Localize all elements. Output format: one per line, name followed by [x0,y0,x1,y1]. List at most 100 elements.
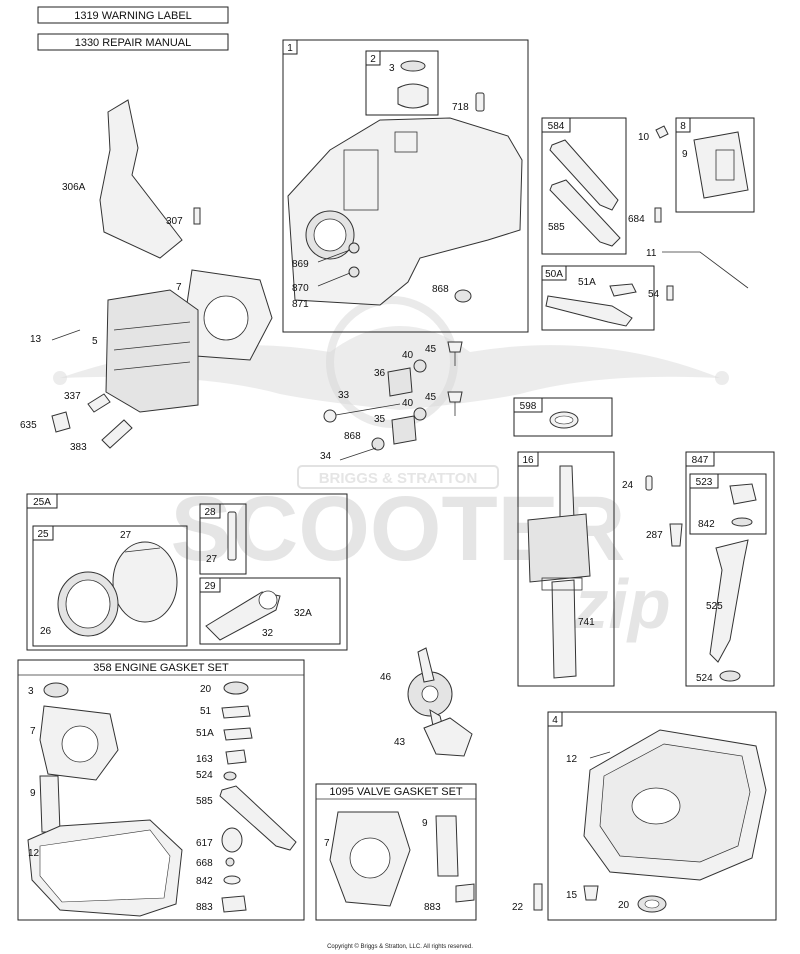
screw-22-part [533,883,543,911]
bushing-part [397,83,429,109]
gasket-label-3: 3 [28,686,34,697]
plug-15-part [583,885,599,901]
gasket-set-box [17,659,305,921]
label-24: 24 [622,480,634,491]
label-16: 16 [522,455,534,466]
label-46: 46 [380,672,392,683]
label-635: 635 [20,420,37,431]
cylinder-block-part [287,117,523,306]
group-1-box [282,39,529,333]
gasket-label-51a: 51A [196,728,214,739]
label-15: 15 [566,890,578,901]
label-27-b: 27 [206,554,218,565]
part-383 [101,419,133,449]
valve-34-part [339,447,377,461]
label-869: 869 [292,259,309,270]
gasket-label-617: 617 [196,838,213,849]
governor-43-part [423,717,473,757]
label-2: 2 [370,54,376,65]
dipstick-cap-part [729,483,757,505]
group-28-box [199,503,247,575]
label-45-a: 45 [425,344,437,355]
label-870: 870 [292,283,309,294]
label-25: 25 [37,529,49,540]
seal-part [400,60,426,72]
crankshaft-16-part [559,465,575,521]
label-337: 337 [64,391,81,402]
bolt-13-part [51,329,81,341]
label-45-b: 45 [425,392,437,403]
label-525: 525 [706,601,723,612]
label-871: 871 [292,299,309,310]
gasket-label-585: 585 [196,796,213,807]
screw-54-part [666,285,674,301]
breather-cover-part [693,131,749,199]
label-383: 383 [70,442,87,453]
label-7: 7 [176,282,182,293]
group-2-box [365,50,439,116]
label-28: 28 [204,507,216,518]
label-524: 524 [696,673,713,684]
screw-307-part [193,207,201,225]
valve-gasket-label-883: 883 [424,902,441,913]
label-10: 10 [638,132,650,143]
label-32: 32 [262,628,274,639]
group-847-box [685,451,775,687]
label-50a: 50A [545,269,563,280]
valve-gasket-set-box [315,783,477,921]
pin-24-part [645,475,653,491]
valve-33-part [329,403,401,417]
gasket-label-51: 51 [200,706,212,717]
gasket-label-163: 163 [196,754,213,765]
part-635 [51,411,71,433]
spring-35-part [391,415,417,445]
label-847: 847 [692,455,709,466]
label-5: 5 [92,336,98,347]
label-51a: 51A [578,277,596,288]
group-584-box [541,117,627,255]
spring-36-part [387,367,413,397]
gasket-label-883: 883 [196,902,213,913]
group-523-box [689,473,767,535]
label-40-a: 40 [402,350,414,361]
label-29: 29 [204,581,216,592]
group-598-box [513,397,613,437]
warning-label-text: 1319 WARNING LABEL [74,10,192,22]
gasket-label-668: 668 [196,858,213,869]
label-307: 307 [166,216,183,227]
gasket-label-842: 842 [196,876,213,887]
group-25a-box [26,493,348,651]
label-40-b: 40 [402,398,414,409]
tube-11-part [662,251,749,289]
label-35: 35 [374,414,386,425]
group-25-box [32,525,188,647]
label-26: 26 [40,626,52,637]
warning-label-box [37,6,229,24]
screw-10-part [655,125,669,139]
screw-287-part [669,523,683,547]
label-868-a: 868 [432,284,449,295]
piston-25-part [112,541,178,623]
label-13: 13 [30,334,42,345]
gasket-584-part [549,139,619,211]
label-12: 12 [566,754,578,765]
seal-40-part [413,359,427,373]
repair-manual-box [37,33,229,51]
screw-684-part [654,207,662,223]
spark-plug-337-part [87,393,111,413]
label-25a: 25A [33,497,51,508]
label-3: 3 [389,63,395,74]
group-4-box [547,711,777,921]
gasket-label-9: 9 [30,788,36,799]
valve-gasket-label-7: 7 [324,838,330,849]
group-8-box [675,117,755,213]
label-32a: 32A [294,608,312,619]
label-34: 34 [320,451,332,462]
label-54: 54 [648,289,660,300]
gasket-label-20: 20 [200,684,212,695]
plug-868-part [454,289,472,303]
shield-306a-part [99,99,183,259]
label-584: 584 [548,121,565,132]
label-598: 598 [520,401,537,412]
